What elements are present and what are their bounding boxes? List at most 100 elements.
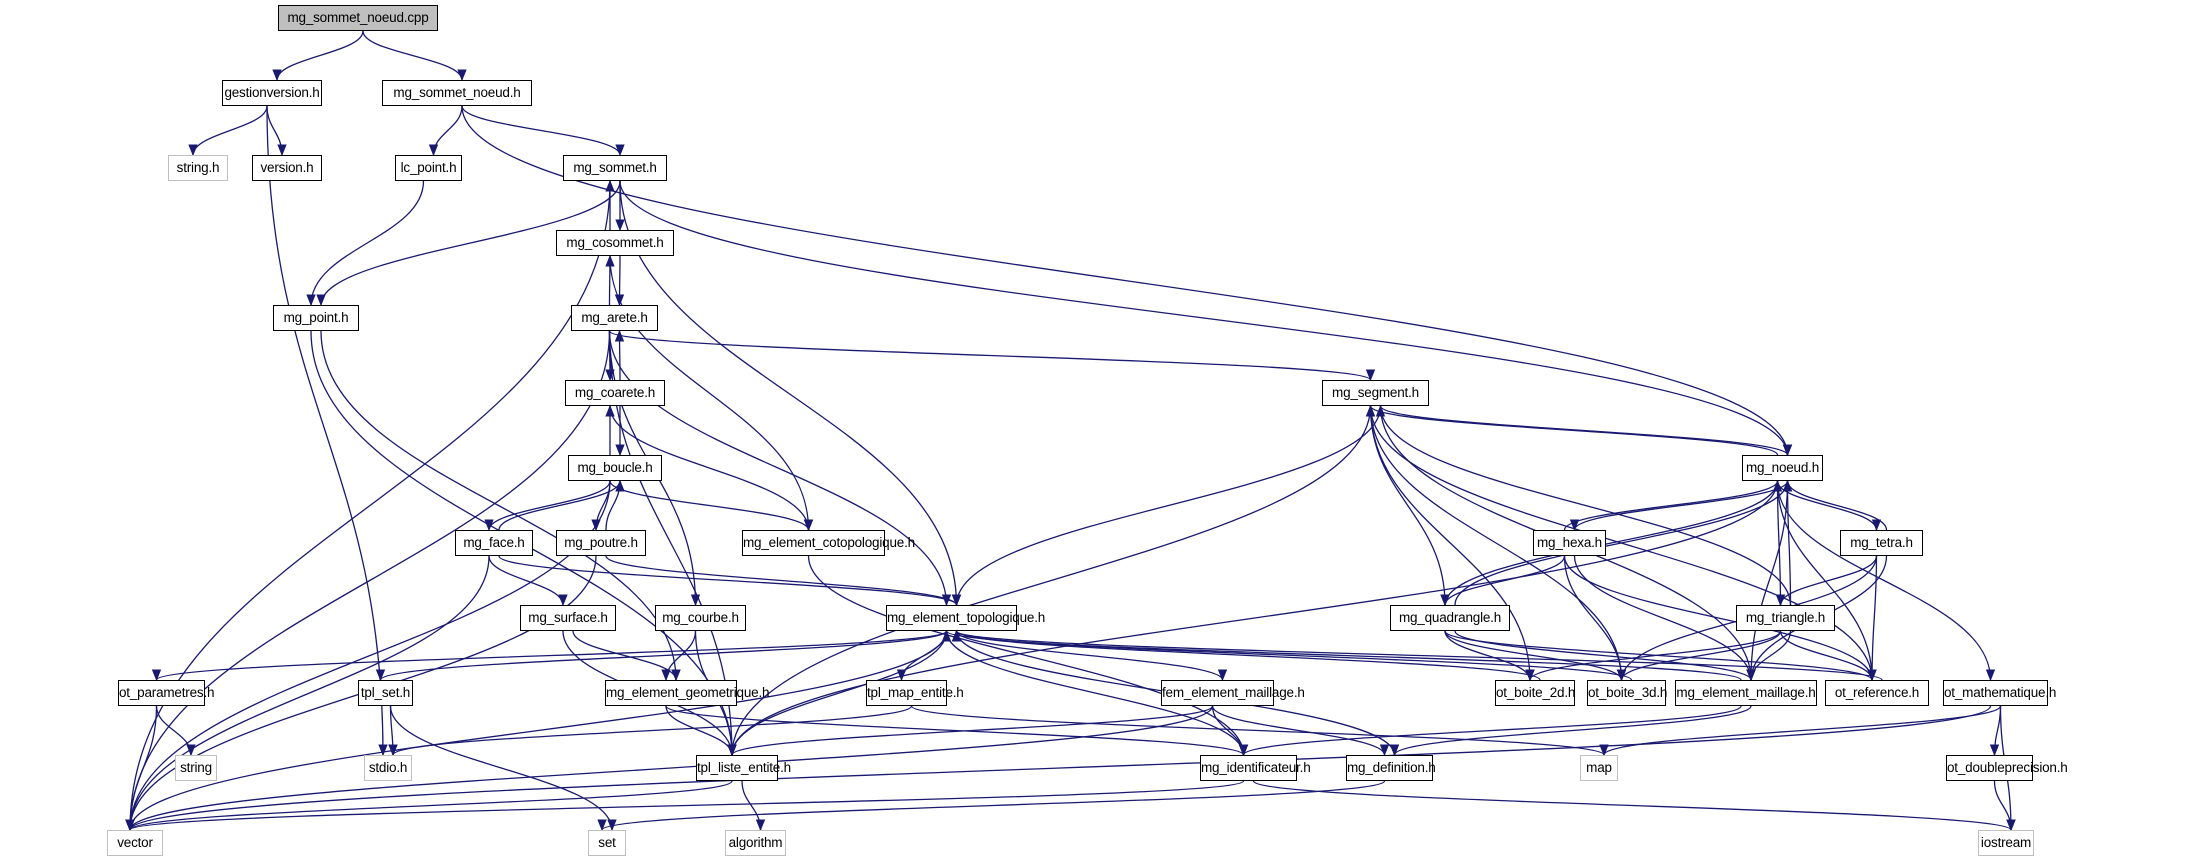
edge-mg-noeud-to-mg-quadrangle: [1440, 480, 1779, 607]
node-tpl-liste-entite[interactable]: tpl_liste_entite.h: [696, 755, 791, 781]
edge-mg-element-topologique-to-mg-identificateur: [945, 630, 1249, 757]
edge-mg-sommet-noeud-h-to-mg-noeud: [461, 105, 1793, 457]
edge-mg-tetra-to-ot-reference: [1867, 555, 1878, 682]
node-mg-definition[interactable]: mg_definition.h: [1346, 755, 1436, 781]
edge-mg-face-to-mg-boucle: [498, 479, 625, 531]
node-root[interactable]: mg_sommet_noeud.cpp: [278, 5, 438, 31]
edge-fem-element-maillage-to-mg-definition: [1211, 705, 1390, 757]
edge-tpl-liste-entite-to-vector: [125, 780, 733, 832]
node-mg-element-geometrique[interactable]: mg_element_geometrique.h: [605, 680, 770, 706]
edge-mg-element-geometrique-to-mg-identificateur: [665, 705, 1248, 757]
edge-tpl-map-entite-to-stdio-h: [388, 705, 913, 757]
node-mg-hexa[interactable]: mg_hexa.h: [1533, 530, 1606, 556]
edge-mg-arete-to-vector: [125, 330, 611, 832]
edge-fem-element-maillage-to-tpl-liste-entite: [727, 705, 1214, 757]
node-mg-face[interactable]: mg_face.h: [455, 530, 533, 556]
node-mg-noeud[interactable]: mg_noeud.h: [1742, 455, 1823, 481]
edge-mg-hexa-to-ot-reference: [1563, 555, 1877, 682]
node-string: string: [175, 755, 217, 781]
edge-mg-poutre-to-mg-boucle: [605, 479, 625, 531]
edge-mg-triangle-to-ot-reference: [1779, 630, 1877, 682]
edge-root-to-mg-sommet-noeud-h: [362, 30, 467, 82]
edge-mg-quadrangle-to-ot-boite-3d: [1444, 630, 1627, 682]
edge-mg-segment-to-ot-boite-2d: [1369, 405, 1535, 682]
node-ot-parametres[interactable]: ot_parametres.h: [118, 680, 215, 706]
node-tpl-set[interactable]: tpl_set.h: [358, 680, 413, 706]
edge-ot-parametres-to-string: [155, 705, 196, 757]
edge-gestionversion-to-version: [266, 105, 287, 157]
node-mg-element-cotopologique[interactable]: mg_element_cotopologique.h: [742, 530, 915, 556]
node-mg-triangle[interactable]: mg_triangle.h: [1736, 605, 1835, 631]
edge-gestionversion-to-string-h: [188, 105, 268, 157]
node-mg-boucle[interactable]: mg_boucle.h: [568, 455, 662, 481]
node-mg-tetra[interactable]: mg_tetra.h: [1840, 530, 1923, 556]
node-mg-identificateur[interactable]: mg_identificateur.h: [1200, 755, 1311, 781]
edge-mg-noeud-to-mg-triangle: [1775, 480, 1786, 607]
edge-ot-mathematique-to-ot-doubleprecision: [1989, 705, 2002, 757]
node-tpl-map-entite[interactable]: tpl_map_entite.h: [866, 680, 964, 706]
node-mg-arete[interactable]: mg_arete.h: [571, 305, 658, 331]
node-stdio-h: stdio.h: [364, 755, 412, 781]
edge-mg-noeud-to-mg-hexa: [1569, 480, 1789, 532]
edge-mg-coarete-to-mg-element-cotopologique: [609, 405, 814, 532]
node-mg-courbe[interactable]: mg_courbe.h: [655, 605, 746, 631]
node-ot-boite-2d[interactable]: ot_boite_2d.h: [1495, 680, 1575, 706]
node-lc-point[interactable]: lc_point.h: [395, 155, 462, 181]
edge-mg-element-maillage-to-mg-definition: [1389, 705, 1752, 757]
node-mg-surface[interactable]: mg_surface.h: [520, 605, 616, 631]
edge-mg-coarete-to-mg-arete: [614, 329, 625, 381]
node-mg-element-maillage[interactable]: mg_element_maillage.h: [1675, 680, 1817, 706]
edge-mg-cosommet-to-mg-element-cotopologique: [609, 255, 814, 532]
node-fem-element-maillage[interactable]: fem_element_maillage.h: [1161, 680, 1305, 706]
edge-tpl-set-to-set: [389, 705, 617, 832]
node-mg-point[interactable]: mg_point.h: [273, 305, 359, 331]
edge-mg-definition-to-set: [597, 780, 1386, 832]
edge-mg-sommet-to-mg-point: [316, 180, 621, 307]
node-ot-doubleprecision[interactable]: ot_doubleprecision.h: [1946, 755, 2068, 781]
node-mg-element-topologique[interactable]: mg_element_topologique.h: [886, 605, 1045, 631]
edge-mg-boucle-to-mg-face: [484, 480, 611, 532]
edge-mg-triangle-to-mg-element-maillage: [1746, 630, 1792, 682]
edge-mg-arete-to-mg-element-topologique: [608, 330, 952, 607]
edge-mg-arete-to-mg-segment: [608, 330, 1375, 382]
node-map: map: [1580, 755, 1618, 781]
edge-mg-hexa-to-mg-quadrangle: [1440, 555, 1566, 607]
node-ot-reference[interactable]: ot_reference.h: [1825, 680, 1929, 706]
edge-mg-tetra-to-mg-triangle: [1775, 555, 1878, 607]
node-ot-mathematique[interactable]: ot_mathematique.h: [1943, 680, 2056, 706]
edge-ot-reference-to-mg-element-topologique: [952, 629, 1883, 681]
node-mg-sommet-noeud-h[interactable]: mg_sommet_noeud.h: [382, 80, 532, 106]
node-vector: vector: [107, 830, 163, 856]
edge-ot-parametres-to-vector: [125, 705, 158, 832]
edge-mg-quadrangle-to-mg-noeud: [1454, 479, 1793, 606]
node-string-h: string.h: [168, 155, 228, 181]
edge-mg-segment-to-mg-element-topologique: [951, 405, 1382, 607]
node-mg-coarete[interactable]: mg_coarete.h: [565, 380, 665, 406]
edge-mg-face-to-vector: [125, 555, 490, 832]
node-mg-quadrangle[interactable]: mg_quadrangle.h: [1390, 605, 1510, 631]
edge-fem-element-maillage-to-mg-identificateur: [1211, 705, 1249, 757]
edge-mg-surface-to-mg-element-geometrique: [572, 630, 681, 682]
node-ot-boite-3d[interactable]: ot_boite_3d.h: [1587, 680, 1667, 706]
node-version[interactable]: version.h: [252, 155, 322, 181]
edge-mg-poutre-to-mg-element-topologique: [605, 555, 962, 607]
node-mg-poutre[interactable]: mg_poutre.h: [556, 530, 646, 556]
edge-root-to-gestionversion: [272, 30, 364, 82]
edge-mg-segment-to-mg-noeud: [1379, 405, 1792, 457]
edge-mg-element-topologique-to-fem-element-maillage: [955, 630, 1228, 682]
edge-mg-quadrangle-to-mg-segment: [1365, 404, 1446, 606]
edge-mg-courbe-to-mg-element-geometrique: [661, 630, 697, 682]
edge-mg-element-topologique-to-vector: [125, 630, 948, 832]
node-iostream: iostream: [1978, 830, 2034, 856]
edge-mg-face-to-mg-surface: [488, 555, 568, 607]
node-gestionversion[interactable]: gestionversion.h: [222, 80, 322, 106]
edge-mg-triangle-to-ot-boite-3d: [1616, 630, 1782, 682]
edge-mg-sommet-noeud-h-to-lc-point: [428, 105, 463, 157]
edge-mg-triangle-to-ot-boite-2d: [1525, 630, 1782, 682]
node-mg-sommet[interactable]: mg_sommet.h: [563, 155, 667, 181]
edge-mg-noeud-to-tpl-liste-entite: [727, 480, 1779, 757]
edge-tpl-liste-entite-to-algorithm: [741, 780, 766, 832]
node-mg-cosommet[interactable]: mg_cosommet.h: [556, 230, 674, 256]
node-mg-segment[interactable]: mg_segment.h: [1322, 380, 1429, 406]
